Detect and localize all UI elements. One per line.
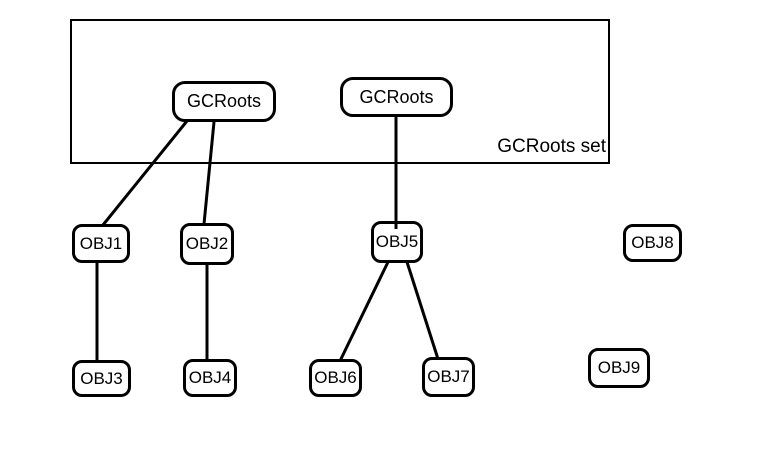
node-obj1: OBJ1 [72,224,130,263]
node-obj8: OBJ8 [623,224,682,262]
node-obj4: OBJ4 [183,359,237,397]
node-obj4-label: OBJ4 [188,368,232,387]
edge-obj5-obj7 [405,261,440,360]
gcroots-node-1: GCRoots [172,81,276,122]
node-obj1-label: OBJ1 [79,233,123,253]
node-obj3: OBJ3 [72,360,131,397]
node-obj6-label: OBJ6 [314,368,357,387]
node-obj2: OBJ2 [180,223,234,265]
node-obj8-label: OBJ8 [631,233,674,252]
gcroots-node-1-label: GCRoots [186,91,262,111]
gcroots-set-label: GCRoots set [497,136,606,157]
edge-obj5-obj6 [338,261,390,362]
node-obj6: OBJ6 [309,359,362,397]
node-obj3-label: OBJ3 [80,368,123,388]
node-obj7-label: OBJ7 [427,367,470,386]
node-obj9: OBJ9 [588,348,650,388]
node-obj7: OBJ7 [422,357,475,397]
gcroots-node-2-label: GCRoots [359,86,434,107]
node-obj9-label: OBJ9 [597,358,641,377]
node-obj5-label: OBJ5 [375,232,419,251]
gcroots-set-container: GCRoots set [70,19,610,164]
node-obj2-label: OBJ2 [185,234,229,253]
gcroots-node-2: GCRoots [340,77,453,117]
node-obj5: OBJ5 [371,221,423,263]
